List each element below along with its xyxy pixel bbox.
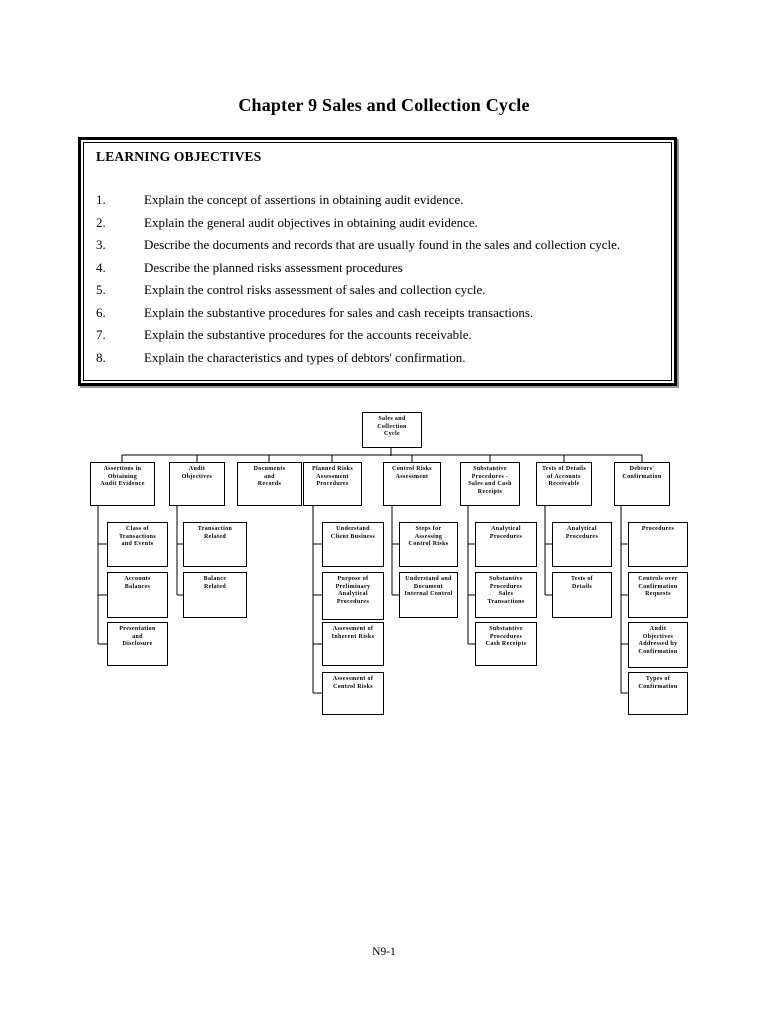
objective-number: 4. <box>96 259 106 275</box>
chart-root-node: Sales and Collection Cycle <box>362 412 422 448</box>
chart-child-box: Substantive Procedures Cash Receipts <box>475 622 537 666</box>
chart-node-documents-records: Documents and Records <box>237 462 302 506</box>
chart-child-box: Analytical Procedures <box>552 522 612 567</box>
objective-item: 8. Explain the characteristics and types… <box>96 347 659 370</box>
chart-child-box: Assessment of Inherent Risks <box>322 622 384 666</box>
objective-item: 1. Explain the concept of assertions in … <box>96 189 659 212</box>
chart-node-debtors-confirmation: Debtors' Confirmation <box>614 462 670 506</box>
chart-child-box: Controls over Confirmation Requests <box>628 572 688 618</box>
chart-child-box: Substantive Procedures Sales Transaction… <box>475 572 537 618</box>
objective-number: 5. <box>96 282 106 297</box>
chart-child-box: Tests of Details <box>552 572 612 618</box>
objective-item: 5. Explain the control risks assessment … <box>96 279 659 302</box>
chart-node-tests-of-details: Tests of Details of Accounts Receivable <box>536 462 592 506</box>
learning-objectives-panel: LEARNING OBJECTIVES 1. Explain the conce… <box>78 137 677 386</box>
chart-child-box: Transaction Related <box>183 522 247 567</box>
chart-child-box: Steps for Assessing Control Risks <box>399 522 458 567</box>
chart-child-box: Types of Confirmation <box>628 672 688 715</box>
chart-node-audit-objectives: Audit Objectives <box>169 462 225 506</box>
objective-item: 3. Describe the documents and records th… <box>96 234 659 257</box>
objective-text: Explain the concept of assertions in obt… <box>144 192 464 207</box>
objective-item: 4. Describe the planned risks assessment… <box>96 257 659 280</box>
chart-node-planned-risks: Planned Risks Assessment Procedures <box>303 462 362 506</box>
objective-text: Describe the documents and records that … <box>144 237 621 252</box>
objective-item: 6. Explain the substantive procedures fo… <box>96 302 659 325</box>
chart-child-box: Balance Related <box>183 572 247 618</box>
objective-text: Explain the general audit objectives in … <box>144 214 478 230</box>
page-title: Chapter 9 Sales and Collection Cycle <box>238 95 530 115</box>
chart-child-box: Class of Transactions and Events <box>107 522 168 567</box>
page-footer: N9-1 <box>372 946 396 958</box>
org-chart: Sales and Collection Cycle Assertions in… <box>0 400 768 730</box>
chart-child-box: Accounts Balances <box>107 572 168 618</box>
connector-lines <box>97 448 643 694</box>
objective-text: Explain the characteristics and types of… <box>144 349 466 365</box>
objective-text: Describe the planned risks assessment pr… <box>144 259 403 275</box>
chart-node-assertions: Assertions in Obtaining Audit Evidence <box>90 462 155 506</box>
objective-number: 7. <box>96 327 106 342</box>
objective-number: 1. <box>96 192 106 207</box>
chart-child-box: Understand and Document Internal Control <box>399 572 458 618</box>
chart-child-box: Assessment of Control Risks <box>322 672 384 715</box>
objective-item: 2. Explain the general audit objectives … <box>96 212 659 235</box>
objective-text: Explain the substantive procedures for s… <box>144 304 534 320</box>
objective-number: 3. <box>96 237 106 252</box>
objective-item: 7. Explain the substantive procedures fo… <box>96 324 659 347</box>
chart-child-box: Audit Objectives Addressed by Confirmati… <box>628 622 688 668</box>
objective-text: Explain the control risks assessment of … <box>144 282 486 297</box>
chart-child-box: Understand Client Business <box>322 522 384 567</box>
chart-child-box: Procedures <box>628 522 688 567</box>
objective-number: 6. <box>96 304 106 320</box>
learning-objectives-inner-frame: LEARNING OBJECTIVES 1. Explain the conce… <box>83 142 672 381</box>
objective-number: 8. <box>96 349 106 365</box>
objective-text: Explain the substantive procedures for t… <box>144 327 472 342</box>
objectives-heading: LEARNING OBJECTIVES <box>96 149 262 164</box>
objective-number: 2. <box>96 214 106 230</box>
chart-child-box: Analytical Procedures <box>475 522 537 567</box>
chart-node-substantive-procedures: Substantive Procedures - Sales and Cash … <box>460 462 520 506</box>
chart-child-box: Purpose of Preliminary Analytical Proced… <box>322 572 384 620</box>
chart-node-control-risks: Control Risks Assessment <box>383 462 441 506</box>
chart-child-box: Presentation and Disclosure <box>107 622 168 666</box>
objectives-list: 1. Explain the concept of assertions in … <box>96 189 659 369</box>
